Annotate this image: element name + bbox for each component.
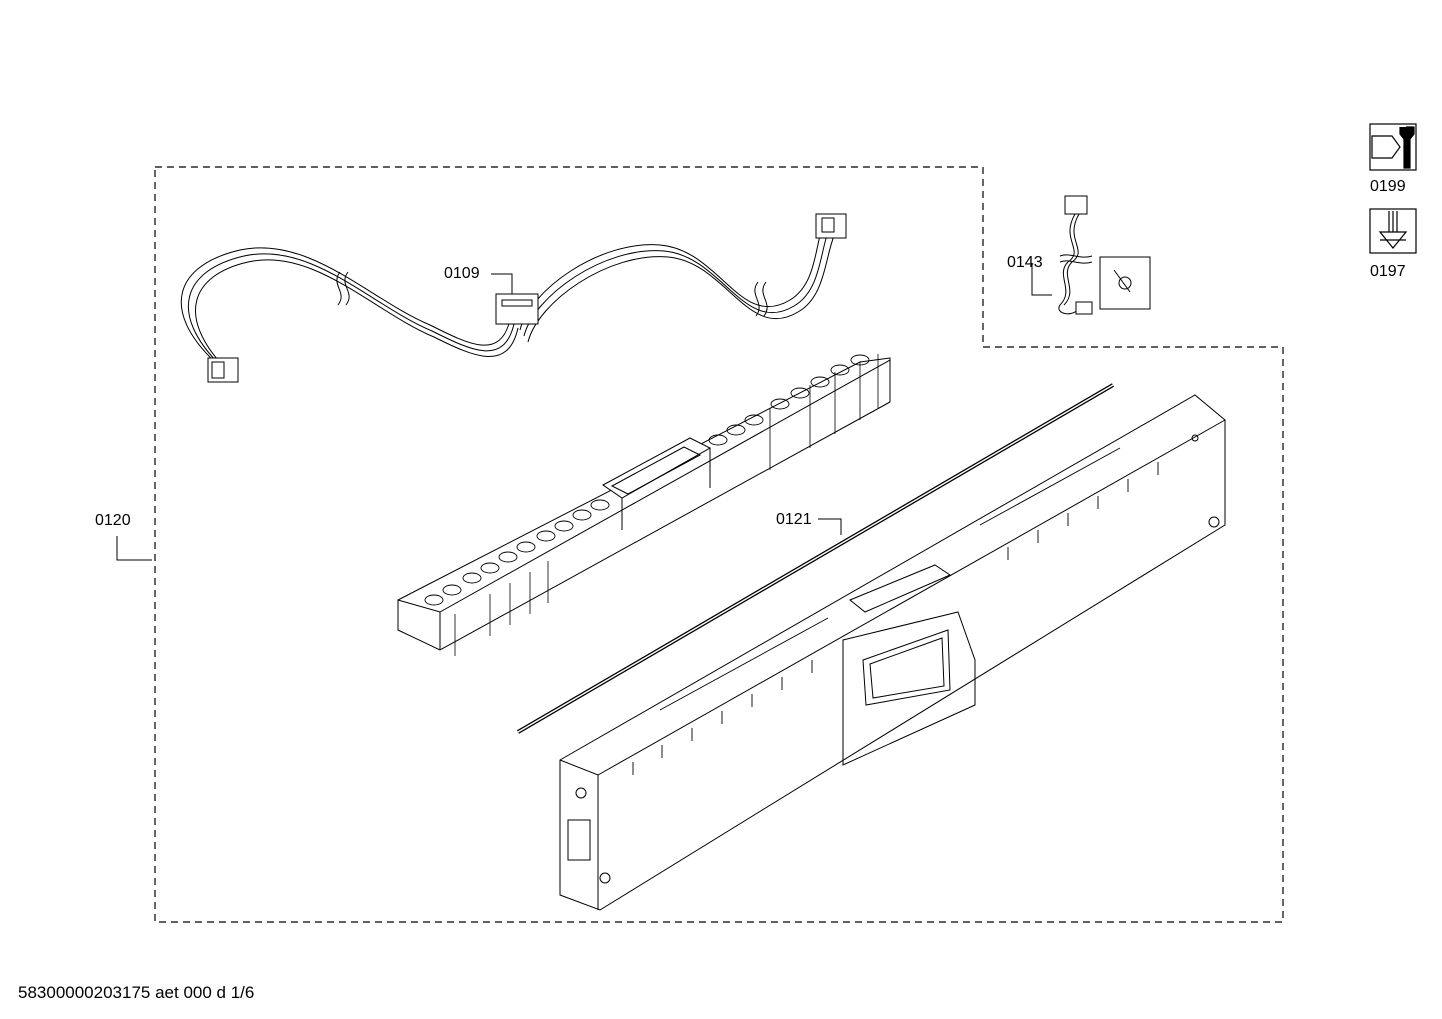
leader-0109 <box>491 273 513 300</box>
cable-assembly <box>1058 195 1151 315</box>
callout-0109: 0109 <box>444 265 480 282</box>
seal-strip <box>516 383 1115 734</box>
legend-label-0197: 0197 <box>1370 263 1406 280</box>
legend-label-0199: 0199 <box>1370 178 1406 195</box>
callout-0121: 0121 <box>776 511 812 528</box>
front-fascia <box>559 394 1226 911</box>
leader-lines <box>116 263 1052 561</box>
wiring-harness <box>180 213 847 383</box>
callout-0143: 0143 <box>1007 254 1043 271</box>
document-id: 58300000203175 aet 000 d 1/6 <box>18 983 255 1002</box>
assembly-boundary <box>154 166 1284 923</box>
callout-0120: 0120 <box>95 512 131 529</box>
leader-0121 <box>818 518 842 535</box>
leader-0143 <box>1031 263 1052 296</box>
screw-icon <box>1369 208 1417 254</box>
wrench-icon <box>1369 123 1417 171</box>
control-module <box>397 354 891 656</box>
leader-0120 <box>116 536 152 561</box>
